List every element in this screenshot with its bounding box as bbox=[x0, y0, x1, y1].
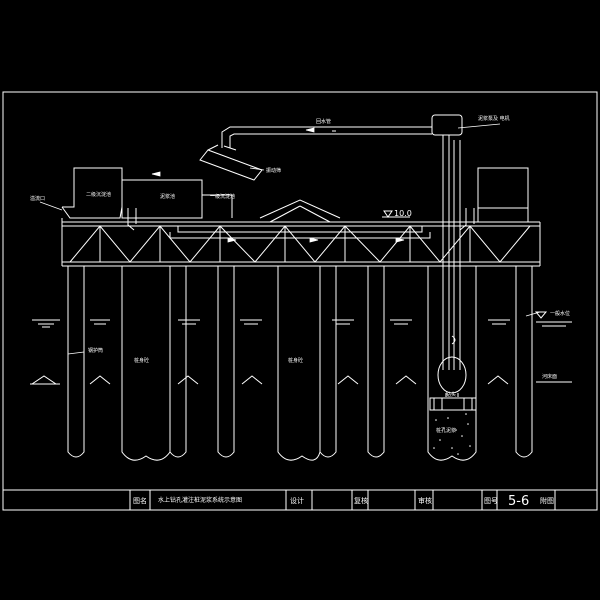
platform-deck bbox=[61, 221, 541, 267]
tb-drawing-name: 水上钻孔灌注桩泥浆系统示意图 bbox=[158, 496, 242, 504]
label-riverbed: 河床面 bbox=[542, 373, 557, 380]
right-tank bbox=[477, 167, 529, 222]
label-sedimentation-tank: 二级沉淀池 bbox=[86, 191, 111, 198]
title-block bbox=[3, 489, 597, 510]
label-mud-pit: 泥浆池 bbox=[160, 193, 175, 200]
tb-sheet-label: 图号 bbox=[484, 497, 498, 505]
drill-pipe bbox=[442, 135, 461, 370]
label-steel-casing: 钢护筒 bbox=[88, 347, 103, 354]
leader-lines bbox=[39, 123, 541, 355]
label-vibrating-screen: 振动筛 bbox=[266, 167, 281, 174]
drill-bit bbox=[427, 266, 477, 461]
drawing-frame bbox=[2, 91, 598, 511]
vibrating-screen bbox=[199, 144, 263, 181]
tb-check-label: 复核 bbox=[354, 496, 368, 505]
tb-sheet-suffix: 附图 bbox=[540, 496, 554, 505]
label-return-pipe: 回水管 bbox=[316, 118, 331, 125]
overflow-pipes bbox=[127, 208, 475, 231]
tb-design-label: 设计 bbox=[290, 496, 304, 505]
bored-piles bbox=[121, 266, 321, 461]
elevation-marker bbox=[382, 210, 410, 218]
left-tank bbox=[61, 167, 233, 222]
label-overflow: 溢流口 bbox=[30, 195, 45, 202]
water-level bbox=[32, 311, 572, 328]
label-pump-motor: 泥浆泵及 电机 bbox=[478, 115, 510, 122]
label-drill-bit: 钻头 bbox=[446, 391, 456, 398]
label-water-level: 一般水位 bbox=[550, 310, 570, 317]
label-pile-hole: 桩孔泥浆 bbox=[436, 427, 456, 434]
label-pile-left: 桩身砼 bbox=[134, 357, 149, 364]
tb-review-label: 审核 bbox=[418, 496, 432, 505]
label-screen: 一级沉淀池 bbox=[210, 193, 235, 200]
pump-head bbox=[431, 114, 463, 136]
pile-hole-fill bbox=[433, 413, 471, 455]
label-pile-mid: 桩身砼 bbox=[288, 357, 303, 364]
mud-trough bbox=[169, 199, 431, 239]
elevation-label: 10.0 bbox=[394, 209, 412, 218]
tb-drawing-name-label: 图名 bbox=[133, 496, 147, 505]
flow-arrows bbox=[151, 127, 405, 243]
truss bbox=[69, 225, 531, 263]
return-pipe bbox=[221, 126, 432, 148]
tb-sheet-number: 5-6 bbox=[508, 494, 529, 509]
riverbed bbox=[30, 375, 572, 385]
